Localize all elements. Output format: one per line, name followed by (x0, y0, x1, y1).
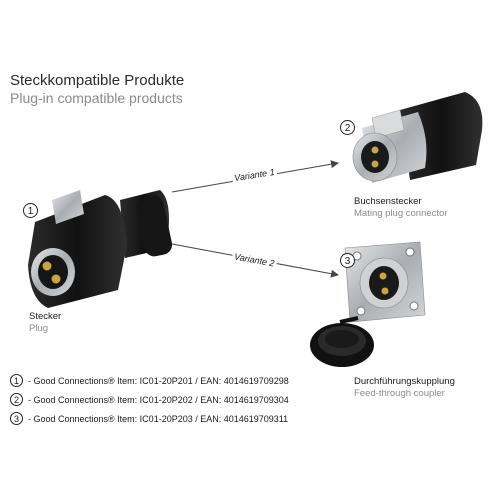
product-3-badge: 3 (340, 253, 355, 268)
mating-plug-image (352, 92, 483, 183)
product-3-label-en: Feed-through coupler (354, 388, 445, 399)
product-1-label-de: Stecker (29, 311, 62, 322)
legend-1-text: - Good Connections® Item: IC01-20P201 / … (28, 375, 289, 386)
product-2-label-de: Buchsenstecker (354, 196, 422, 207)
coupler-image (310, 241, 426, 367)
product-2-label-en: Mating plug connector (354, 208, 448, 219)
legend-2-text: - Good Connections® Item: IC01-20P202 / … (28, 394, 289, 405)
page-title: Steckkompatible Produkte (10, 72, 185, 89)
plug-image (28, 190, 173, 308)
legend-3-text: - Good Connections® Item: IC01-20P203 / … (28, 413, 289, 424)
product-1-badge: 1 (23, 203, 38, 218)
legend-2-badge: 2 (10, 393, 23, 406)
product-3-label-de: Durchführungskupplung (354, 376, 455, 387)
product-2-badge: 2 (340, 120, 355, 135)
legend-1-badge: 1 (10, 374, 23, 387)
legend-row-2: 2 - Good Connections® Item: IC01-20P202 … (10, 393, 289, 406)
legend-3-badge: 3 (10, 412, 23, 425)
product-1-label-en: Plug (29, 323, 49, 334)
legend-row-1: 1 - Good Connections® Item: IC01-20P201 … (10, 374, 289, 387)
legend-row-3: 3 - Good Connections® Item: IC01-20P203 … (10, 412, 288, 425)
page-subtitle: Plug-in compatible products (10, 90, 183, 106)
